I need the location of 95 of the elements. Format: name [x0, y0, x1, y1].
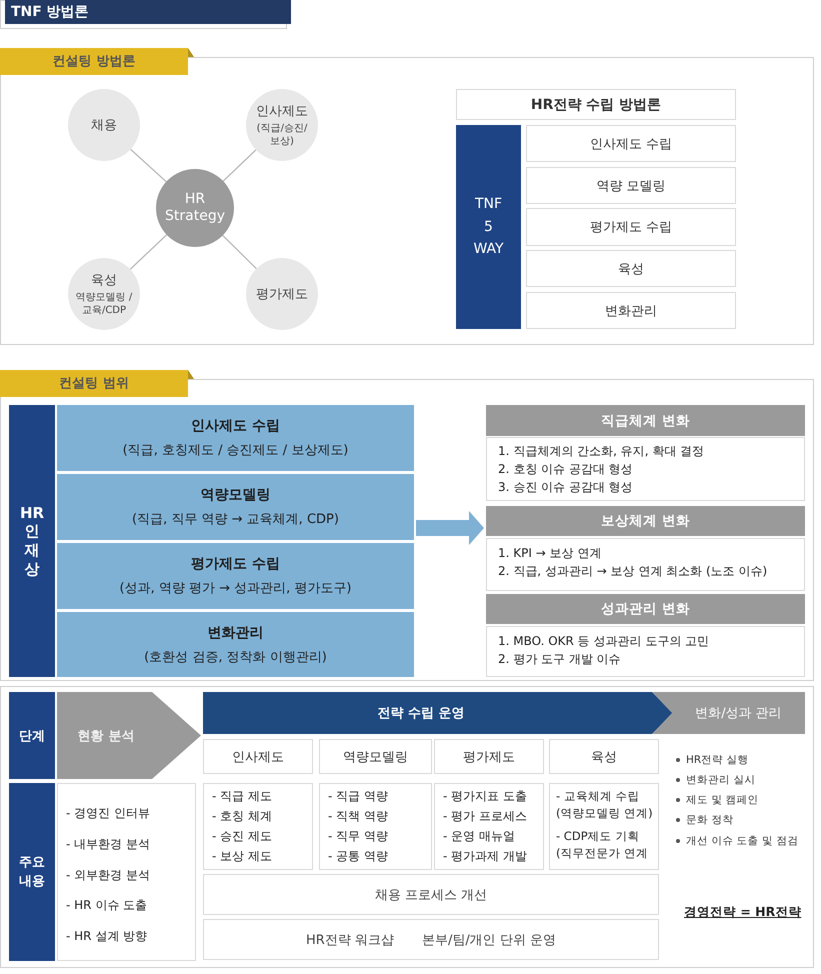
- list-item: - 평가과제 개발: [443, 848, 528, 865]
- column-header: 역량모델링: [319, 739, 432, 774]
- list-box: [57, 783, 196, 961]
- list-item: - HR 설계 방향: [66, 928, 148, 944]
- task-box: [203, 919, 659, 960]
- box-subtitle: (직급, 직무 역량 → 교육체계, CDP): [132, 511, 339, 528]
- task-label: HR전략 워크샵: [306, 932, 394, 948]
- step-box: 변화관리: [526, 292, 736, 329]
- box-subtitle: (호환성 검증, 정착화 이행관리): [144, 648, 327, 666]
- box-title: 변화관리: [208, 624, 264, 642]
- list-item: - 교육체계 수립 (역량모델링 연계): [556, 788, 654, 822]
- list-box: [319, 783, 432, 870]
- list-item: - 직급 제도: [212, 788, 273, 805]
- list-item: - 평가지표 도출: [443, 788, 528, 805]
- list-box: [486, 538, 805, 591]
- note-text: 제도 및 캠페인: [686, 793, 759, 807]
- list-box: [486, 626, 805, 677]
- list-item: - CDP제도 기획 (직무전문가 연계: [556, 828, 650, 862]
- list-box: [203, 783, 313, 870]
- task-box: [203, 874, 659, 915]
- step-box: 평가제도 수립: [526, 208, 736, 246]
- list-item: - 승진 제도: [212, 828, 273, 845]
- label-bar: 주요 내용: [9, 783, 55, 961]
- label-bar: TNF 5 WAY: [456, 125, 521, 329]
- list-item: - 외부환경 분석: [66, 866, 151, 882]
- list-box: [549, 783, 659, 870]
- scope-box: [57, 474, 414, 540]
- section-header: 직급체계 변화: [486, 405, 805, 436]
- section-panel: [0, 686, 814, 968]
- task-label: 채용 프로세스 개선: [374, 886, 488, 904]
- list-item: 1. KPI → 보상 연계: [498, 545, 602, 562]
- circle-label: 인사제도: [256, 102, 308, 120]
- list-item: 1. MBO. OKR 등 성과관리 도구의 고민: [498, 633, 710, 650]
- list-item: 2. 평가 도구 개발 이슈: [498, 651, 622, 668]
- note-text: 경영전략 = HR전략: [684, 904, 802, 921]
- list-item: 2. 직급, 성과관리 → 보상 연계 최소화 (노조 이슈): [498, 563, 768, 580]
- heading-box: HR전략 수립 방법론: [456, 89, 736, 120]
- topic-circle: 채용: [68, 89, 140, 161]
- step-box: 역량 모델링: [526, 167, 736, 204]
- chevron-banner: 현황 분석: [57, 692, 201, 779]
- box-subtitle: (성과, 역량 평가 → 성과관리, 평가도구): [120, 580, 352, 597]
- box-subtitle: (직급, 호칭제도 / 승진제도 / 보상제도): [122, 442, 348, 459]
- step-box: 육성: [526, 250, 736, 287]
- list-item: - 운영 매뉴얼: [443, 828, 516, 845]
- list-box: [486, 437, 805, 501]
- scope-box: [57, 612, 414, 677]
- section-tab: 컨설팅 방법론: [0, 48, 194, 75]
- list-item: 3. 승진 이슈 공감대 형성: [498, 479, 634, 496]
- label-bar: HR 인재상: [9, 405, 55, 677]
- section-header: 성과관리 변화: [486, 594, 805, 624]
- chevron-banner: 변화/성과 관리: [652, 692, 805, 734]
- box-title: 평가제도 수립: [191, 555, 280, 573]
- label-bar: 단계: [9, 692, 55, 779]
- list-item: - 보상 제도: [212, 848, 273, 865]
- title-banner: TNF 방법론: [5, 0, 291, 24]
- connector-line: [222, 234, 257, 270]
- list-item: 1. 직급체계의 간소화, 유지, 확대 결정: [498, 443, 706, 460]
- list-item: - 직무 역량: [328, 828, 389, 845]
- circle-sublabel: (직급/승진/ 보상): [256, 122, 308, 148]
- topic-circle: 평가제도: [246, 258, 318, 330]
- list-item: - HR 이슈 도출: [66, 897, 148, 914]
- chevron-banner: 전략 수립 운영: [203, 692, 673, 734]
- list-item: - 호칭 체계: [212, 808, 273, 825]
- task-label: 본부/팀/개인 단위 운영: [422, 932, 556, 948]
- scope-box: [57, 405, 414, 471]
- section-panel: [0, 48, 814, 345]
- block-arrow: [416, 511, 484, 545]
- list-item: 2. 호칭 이슈 공감대 형성: [498, 461, 634, 478]
- circle-label: 육성: [91, 272, 117, 288]
- box-title: 인사제도 수립: [191, 417, 280, 435]
- note-text: 개선 이슈 도출 및 점검: [686, 834, 798, 848]
- hub-circle: HR Strategy: [156, 169, 234, 247]
- scope-box: [57, 543, 414, 609]
- note-text: 변화관리 실시: [686, 773, 756, 787]
- section-panel: [0, 370, 814, 681]
- list-item: - 평가 프로세스: [443, 808, 528, 825]
- section-header: 보상체계 변화: [486, 506, 805, 536]
- connector-line: [222, 149, 256, 182]
- connector-line: [130, 234, 168, 270]
- note-text: HR전략 실행: [686, 753, 749, 767]
- step-box: 인사제도 수립: [526, 125, 736, 162]
- note-text: 문화 정착: [686, 813, 734, 827]
- connector-line: [130, 148, 167, 182]
- list-item: - 내부환경 분석: [66, 836, 151, 852]
- circle-sublabel: 역량모델링 /교육/CDP: [74, 290, 134, 318]
- column-header: 육성: [549, 739, 659, 774]
- section-tab: 컨설팅 범위: [0, 370, 194, 397]
- box-title: 역량모델링: [200, 486, 270, 504]
- column-header: 평가제도: [434, 739, 544, 774]
- list-item: - 직책 역량: [328, 808, 389, 825]
- list-item: - 경영진 인터뷰: [66, 805, 151, 821]
- list-box: [434, 783, 544, 870]
- column-header: 인사제도: [203, 739, 313, 774]
- list-item: - 직급 역량: [328, 788, 389, 805]
- list-item: - 공통 역량: [328, 848, 389, 865]
